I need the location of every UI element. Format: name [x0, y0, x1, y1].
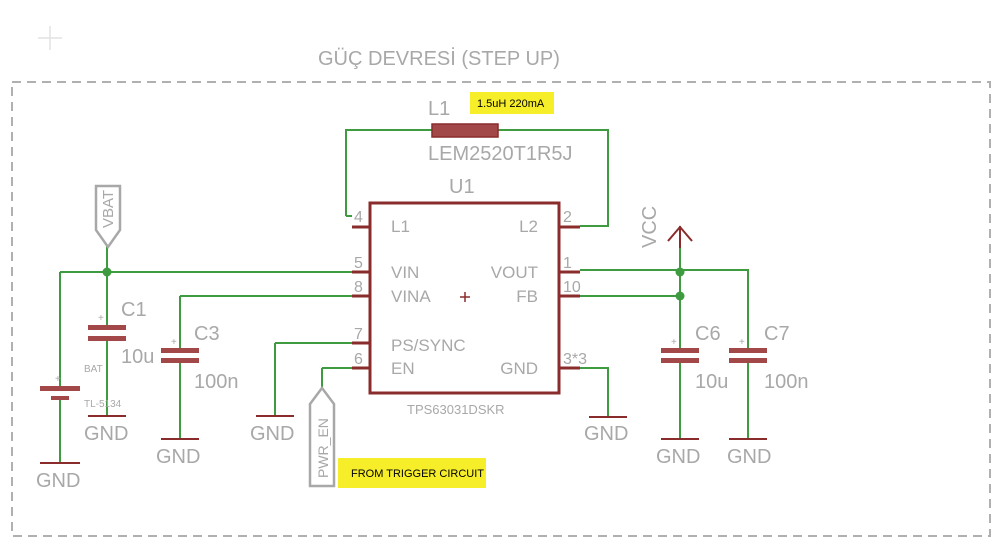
ic-u1[interactable]: U1 TPS63031DSKR 4 5 8 7 6 L1 VIN VINA PS… [352, 176, 587, 417]
vbat-label: VBAT [100, 190, 117, 228]
cap-value: 100n [194, 371, 239, 393]
pin-name: VIN [391, 263, 419, 282]
origin-cross-icon [38, 26, 62, 50]
pin-number: 4 [354, 209, 363, 226]
capacitor-c1[interactable]: + C1 10u [88, 299, 154, 368]
pwr-en-label: PWR_EN [315, 418, 331, 478]
inductor-l1[interactable]: L1 LEM2520T1R5J [428, 98, 573, 165]
cap-value: 10u [695, 371, 728, 393]
inductor-note: 1.5uH 220mA [477, 98, 545, 110]
pin-name: PS/SYNC [391, 336, 466, 355]
gnd-symbol: GND [250, 415, 294, 445]
ic-part: TPS63031DSKR [407, 402, 505, 417]
vcc-label: VCC [639, 206, 661, 248]
pin-name: FB [516, 287, 538, 306]
pin-number: 1 [563, 255, 572, 272]
inductor-ref: L1 [428, 98, 450, 120]
battery-part: TL-5134 [84, 399, 122, 410]
gnd-symbol: GND [84, 415, 128, 445]
capacitor-c3[interactable]: + C3 100n [161, 323, 239, 393]
gnd-label: GND [36, 470, 80, 492]
polarity-plus: + [671, 337, 677, 348]
trigger-note-tag: FROM TRIGGER CIRCUIT [338, 458, 486, 488]
pin-name: L1 [391, 217, 410, 236]
inductor-part: LEM2520T1R5J [428, 143, 573, 165]
pin-number: 7 [354, 326, 363, 343]
pin-name: EN [391, 359, 415, 378]
polarity-plus: + [739, 337, 745, 348]
pin-number: 5 [354, 255, 363, 272]
pin-number: 10 [563, 279, 581, 296]
ic-ref: U1 [449, 176, 475, 198]
gnd-label: GND [727, 446, 771, 468]
pin-name: L2 [519, 217, 538, 236]
polarity-plus: + [98, 313, 104, 324]
battery-symbol[interactable]: + BAT TL-5134 [40, 364, 122, 410]
pin-number: 3*3 [563, 351, 587, 368]
gnd-symbol: GND [36, 462, 80, 492]
pin-number: 2 [563, 209, 572, 226]
gnd-label: GND [84, 423, 128, 445]
gnd-label: GND [250, 423, 294, 445]
capacitor-c7[interactable]: + C7 100n [729, 323, 809, 393]
pin-name: GND [500, 359, 538, 378]
gnd-symbol: GND [156, 438, 200, 468]
frame-title: GÜÇ DEVRESİ (STEP UP) [318, 47, 560, 70]
battery-label: BAT [84, 364, 103, 375]
vbat-port[interactable]: VBAT [94, 184, 122, 250]
frame-border [11, 81, 991, 537]
gnd-symbol: GND [656, 438, 700, 468]
junction-dot [675, 291, 685, 301]
inductor-note-tag: 1.5uH 220mA [470, 92, 554, 114]
gnd-label: GND [156, 446, 200, 468]
pin-number: 8 [354, 279, 363, 296]
polarity-plus: + [171, 337, 177, 348]
cap-ref: C6 [695, 323, 721, 345]
polarity-plus: + [55, 374, 61, 385]
pwr-en-port[interactable]: PWR_EN [308, 385, 336, 488]
cap-value: 10u [121, 346, 154, 368]
pin-name: VOUT [491, 263, 538, 282]
junction-dot [102, 267, 112, 277]
junction-dot [675, 267, 685, 277]
pin-name: VINA [391, 287, 431, 306]
vcc-supply-symbol[interactable]: VCC [639, 206, 693, 248]
pin-number: 6 [354, 351, 363, 368]
capacitor-c6[interactable]: + C6 10u [661, 323, 728, 393]
gnd-symbol: GND [584, 416, 628, 445]
gnd-label: GND [584, 423, 628, 445]
trigger-note: FROM TRIGGER CIRCUIT [351, 468, 484, 480]
gnd-symbol: GND [727, 438, 771, 468]
gnd-label: GND [656, 446, 700, 468]
cap-ref: C7 [764, 323, 790, 345]
cap-ref: C1 [121, 299, 147, 321]
cap-value: 100n [764, 371, 809, 393]
cap-ref: C3 [194, 323, 220, 345]
